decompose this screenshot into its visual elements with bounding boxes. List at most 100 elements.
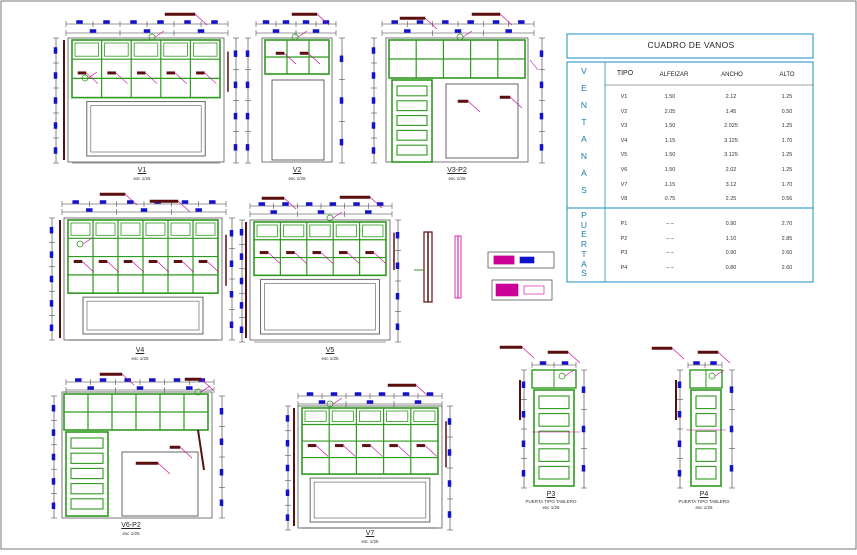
annotation-note bbox=[123, 259, 133, 263]
window-sash bbox=[335, 224, 358, 238]
door-panel bbox=[396, 85, 428, 97]
leader-line bbox=[124, 193, 138, 206]
dimension-mark bbox=[371, 97, 376, 104]
elevation-v2-scale: esc 1/25 bbox=[288, 176, 306, 181]
elevation-p3-scale: esc 1/25 bbox=[542, 505, 560, 510]
dimension-mark bbox=[426, 392, 434, 396]
dimension-mark bbox=[677, 440, 682, 447]
dimension-mark bbox=[581, 386, 586, 393]
elevation-p4 bbox=[651, 346, 735, 489]
window-sash bbox=[74, 42, 100, 57]
elevation-p4-label: P4 bbox=[699, 491, 709, 498]
door-panel bbox=[538, 448, 570, 462]
dimension-mark bbox=[404, 29, 411, 33]
window-sash bbox=[413, 410, 436, 422]
puertas-letter: P bbox=[581, 210, 587, 220]
dimension-mark bbox=[53, 97, 58, 104]
ventanas-cell-tipo: V8 bbox=[620, 196, 628, 203]
dimension-mark bbox=[239, 326, 244, 334]
ventanas-cell-ancho: 3.125 bbox=[724, 137, 738, 144]
leader-line bbox=[499, 13, 513, 26]
door-panel bbox=[70, 437, 104, 449]
leader-line bbox=[671, 347, 685, 360]
puertas-cell-ancho: 1.10 bbox=[725, 235, 737, 242]
dimension-mark bbox=[229, 230, 234, 237]
ventanas-cell-ancho: 2.02 bbox=[725, 167, 737, 173]
dimension-mark bbox=[103, 20, 110, 24]
puertas-letter: A bbox=[581, 258, 587, 269]
annotation-note bbox=[389, 444, 398, 448]
ventanas-cell-ancho: 3.125 bbox=[724, 152, 738, 159]
ventanas-cell-ancho: 2.12 bbox=[725, 94, 737, 100]
elevation-v3p2-label: V3-P2 bbox=[447, 167, 467, 174]
annotation-note bbox=[73, 259, 83, 263]
annotation-note bbox=[259, 251, 269, 255]
leader-line bbox=[283, 197, 297, 210]
annotation-note bbox=[457, 99, 469, 103]
elevation-v5 bbox=[239, 195, 401, 343]
plan-detail-fill bbox=[523, 285, 545, 295]
dimension-mark bbox=[49, 300, 54, 307]
dimension-mark bbox=[53, 47, 58, 54]
annotation-note bbox=[339, 195, 371, 199]
leader-line bbox=[177, 200, 191, 213]
dimension-mark bbox=[729, 465, 734, 472]
ventanas-cell-alfeizar: 1.50 bbox=[664, 94, 676, 100]
door-panel bbox=[396, 129, 428, 141]
door-panel bbox=[70, 498, 104, 510]
header-tipo: TIPO bbox=[616, 70, 634, 77]
wall-outline bbox=[261, 37, 333, 163]
window-sash bbox=[192, 42, 218, 57]
dimension-mark bbox=[53, 72, 58, 79]
puertas-cell-alto: 2.60 bbox=[781, 264, 793, 271]
dimension-mark bbox=[233, 112, 238, 120]
ventanas-cell-tipo: V4 bbox=[620, 137, 628, 144]
ventanas-cell-tipo: V3 bbox=[620, 123, 628, 130]
dimension-mark bbox=[395, 232, 400, 239]
ventanas-cell-tipo: V2 bbox=[620, 108, 628, 115]
leader-line bbox=[714, 369, 725, 377]
dimension-mark bbox=[366, 400, 374, 404]
annotation-note bbox=[149, 199, 179, 203]
leader-line bbox=[85, 72, 99, 84]
leader-line bbox=[174, 72, 188, 84]
dimension-mark bbox=[195, 208, 202, 212]
dimension-mark bbox=[371, 122, 376, 129]
dimension-mark bbox=[285, 415, 290, 422]
dimension-mark bbox=[339, 55, 344, 63]
leader-line bbox=[81, 261, 95, 273]
leader-line bbox=[156, 261, 170, 273]
dimension-mark bbox=[49, 324, 54, 332]
ventanas-cell-alfeizar: 1.50 bbox=[664, 152, 676, 159]
ventanas-cell-alfeizar: 1.15 bbox=[664, 137, 676, 144]
leader-line bbox=[283, 52, 297, 65]
dimension-mark bbox=[518, 20, 525, 24]
lower-panel bbox=[309, 477, 431, 523]
dimension-mark bbox=[233, 50, 238, 57]
dimension-mark bbox=[395, 293, 400, 300]
door-panel bbox=[70, 467, 104, 480]
annotation-note bbox=[651, 346, 673, 350]
elevation-v6p2-label: V6-P2 bbox=[121, 522, 141, 529]
annotation-note bbox=[275, 51, 285, 55]
dimension-mark bbox=[539, 361, 547, 365]
leader-line bbox=[307, 52, 321, 65]
leader-line bbox=[121, 373, 135, 386]
dimension-mark bbox=[285, 489, 290, 497]
dimension-mark bbox=[371, 147, 376, 154]
annotation-note bbox=[416, 444, 426, 448]
elevation-p4-sublabel: PUERTA TIPO TABLERO bbox=[678, 499, 730, 504]
dimension-mark bbox=[211, 20, 218, 24]
elevation-v4-scale: esc 1/25 bbox=[131, 356, 149, 361]
leader-line bbox=[297, 30, 308, 38]
ventanas-cell-alfeizar: 2.05 bbox=[664, 108, 676, 115]
dimension-mark bbox=[239, 302, 244, 309]
leader-line bbox=[154, 30, 165, 38]
dimension-mark bbox=[729, 425, 734, 433]
dimension-mark bbox=[492, 20, 500, 24]
leader-line bbox=[320, 252, 334, 264]
lower-panel bbox=[82, 296, 204, 335]
ventanas-cell-alto: 0.56 bbox=[781, 196, 793, 203]
leader-line bbox=[332, 211, 343, 219]
